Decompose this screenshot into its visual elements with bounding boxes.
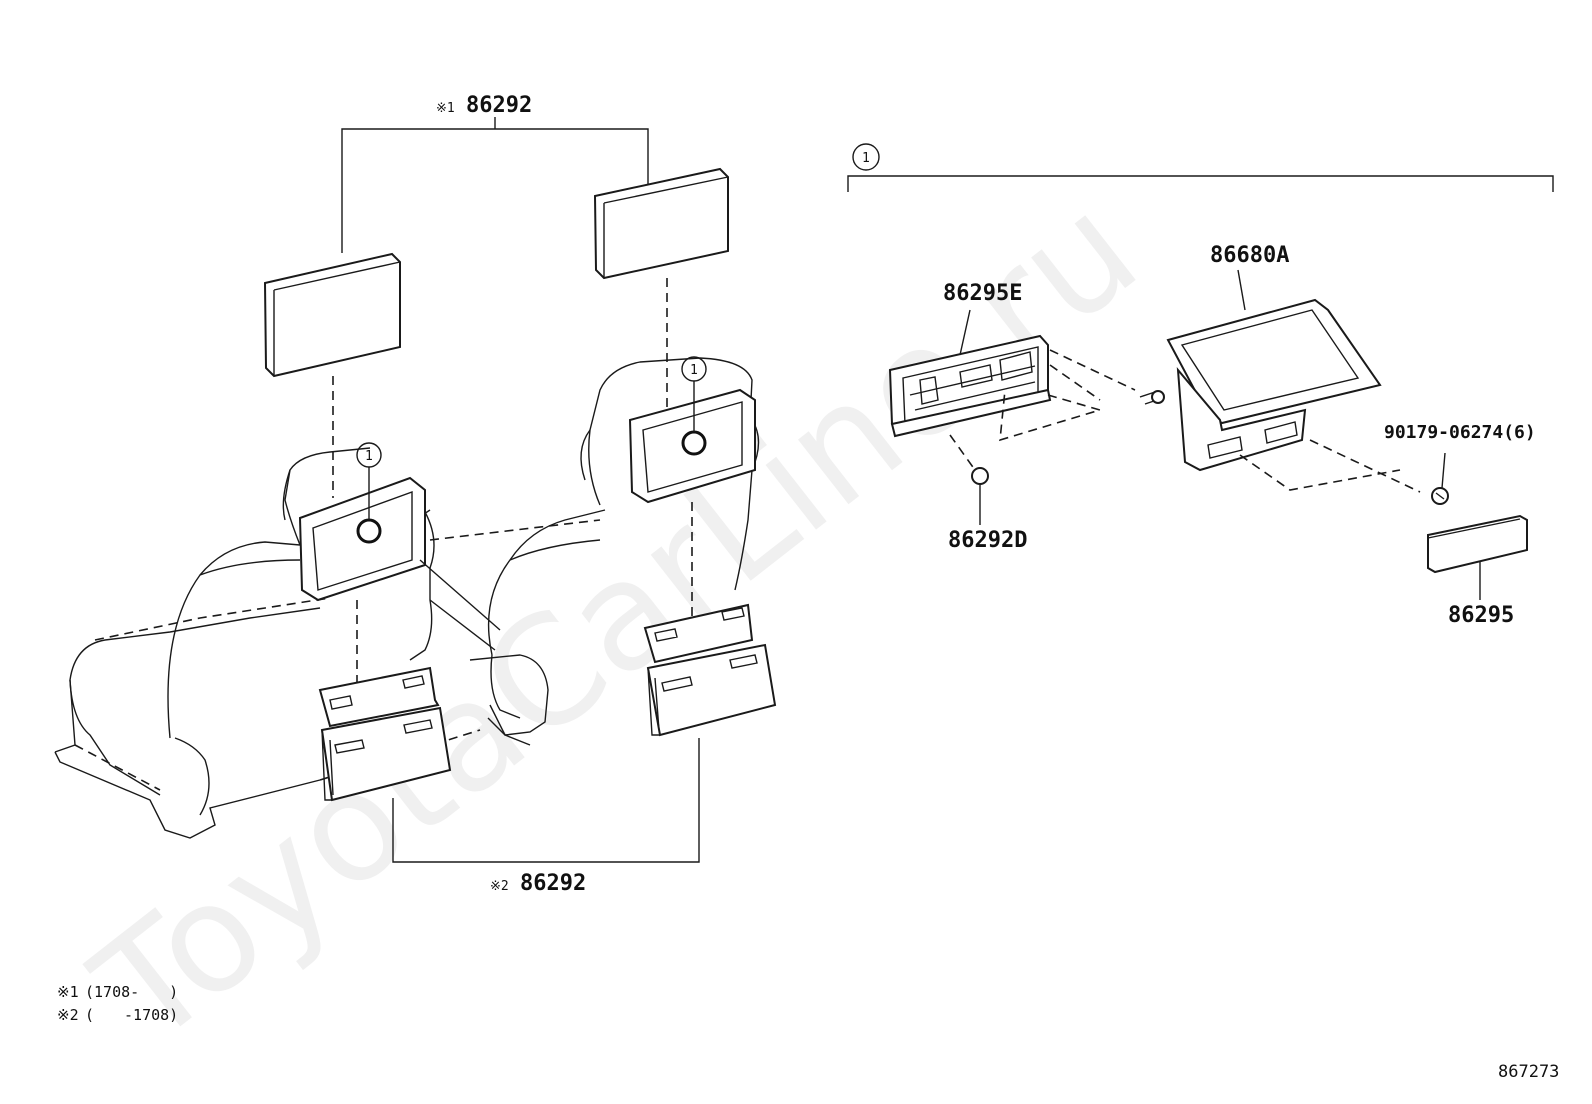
footnote-2-mark: ※2 bbox=[57, 1006, 79, 1024]
bottom-bracket-line bbox=[392, 738, 700, 863]
footnotes: ※1 (1708- ) ※2 ( -1708) bbox=[57, 983, 178, 1024]
right-seat-monitor-button[interactable] bbox=[681, 430, 707, 456]
group-callout-circle bbox=[852, 143, 880, 171]
top-ref-part-label[interactable]: 86292 bbox=[466, 93, 532, 118]
bracket-dash-lines bbox=[999, 349, 1136, 442]
bottom-ref-part-label[interactable]: 86292 bbox=[520, 871, 586, 896]
left-seatback-pocket[interactable] bbox=[318, 666, 452, 802]
screw-leader bbox=[1441, 452, 1446, 489]
top-reference-bracket: ※1 86292 bbox=[341, 93, 649, 253]
screw-dash-lines bbox=[1239, 439, 1421, 493]
footnote-1-text: (1708- ) bbox=[85, 983, 178, 1001]
screw-90179[interactable] bbox=[1431, 487, 1449, 505]
group-callout-number: 1 bbox=[862, 151, 870, 166]
clip-label[interactable]: 86292D bbox=[948, 528, 1027, 553]
seat-assembly: 1 1 bbox=[54, 356, 760, 839]
footnote-1-mark: ※1 bbox=[57, 983, 79, 1001]
diagram-id: 867273 bbox=[1498, 1062, 1559, 1082]
cover-label[interactable]: 86295 bbox=[1448, 603, 1514, 628]
monitor-86680A[interactable] bbox=[1166, 298, 1382, 472]
left-seat-monitor-button[interactable] bbox=[356, 518, 382, 544]
footnote-2-text: ( -1708) bbox=[85, 1006, 178, 1024]
screw-label[interactable]: 90179-06274(6) bbox=[1384, 422, 1536, 443]
bottom-ref-mark: ※2 bbox=[490, 879, 509, 894]
clip-86292D[interactable] bbox=[949, 434, 989, 485]
bottom-reference-bracket: ※2 86292 bbox=[392, 738, 700, 896]
bracket-screw[interactable] bbox=[1139, 390, 1165, 405]
bracket-label[interactable]: 86295E bbox=[943, 281, 1022, 306]
monitor-leader bbox=[1237, 269, 1246, 311]
right-headrest-monitor[interactable] bbox=[593, 167, 729, 280]
left-headrest-monitor[interactable] bbox=[263, 252, 401, 378]
monitor-label[interactable]: 86680A bbox=[1210, 243, 1289, 268]
right-seat-callout-number: 1 bbox=[690, 363, 698, 378]
group-bracket-line bbox=[847, 175, 1554, 192]
bracket-leader bbox=[959, 309, 971, 356]
group-bracket: 1 bbox=[847, 143, 1554, 192]
cover-86295[interactable] bbox=[1427, 514, 1528, 574]
right-seatback-pocket[interactable] bbox=[643, 603, 777, 737]
top-ref-mark: ※1 bbox=[436, 101, 455, 116]
left-seat-callout-number: 1 bbox=[365, 449, 373, 464]
